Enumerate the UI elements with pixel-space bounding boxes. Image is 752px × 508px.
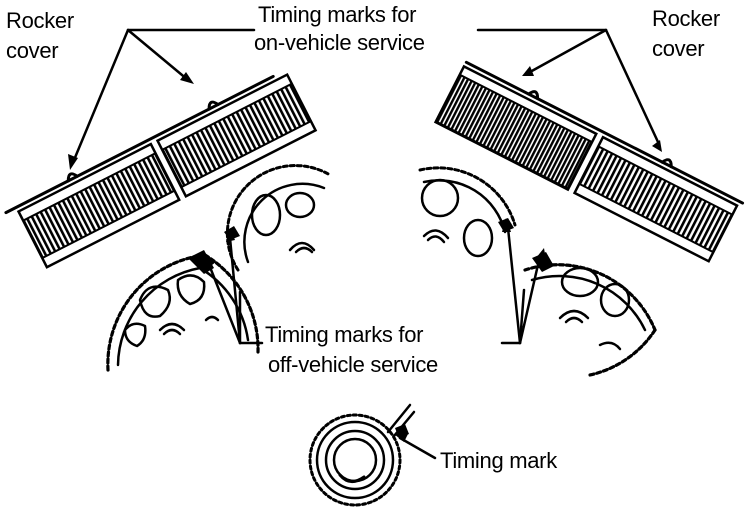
off-vehicle-label-line2: off-vehicle service [268,352,438,377]
right-cam-assembly [433,60,745,263]
rocker-cover-left-label-line1: Rocker [6,8,74,33]
left-sprocket-timing-mark [188,250,214,274]
labels: Rocker cover Timing marks for on-vehicle… [6,2,720,473]
crankshaft-sprocket [308,403,416,507]
right-cam-sprocket-upper [433,64,598,192]
right-timing-notch-lower [660,158,673,169]
left-rocker-cover-edge [4,74,275,215]
off-vehicle-label-line1: Timing marks for [265,322,423,347]
right-back-sprocket [418,166,517,258]
left-front-sprocket [106,253,260,372]
on-vehicle-label-line1: Timing marks for [258,2,416,27]
left-cam-sprocket-lower [16,142,181,269]
right-cam-sprocket-lower [572,135,739,263]
timing-mark-label: Timing mark [440,448,558,473]
rocker-cover-left-label-line2: cover [6,38,58,63]
left-sprocket-pair [106,164,332,372]
right-front-sprocket [523,263,657,377]
left-back-sprocket [225,164,332,272]
rocker-cover-right-label-line1: Rocker [652,6,720,31]
right-rocker-cover-edge [464,60,745,205]
left-timing-notch-upper [207,100,220,111]
right-timing-notch-upper [527,90,540,101]
right-sprocket-pair [418,166,657,377]
left-cam-assembly [4,72,318,269]
leader-lines [68,28,662,460]
rocker-cover-right-label-line2: cover [652,36,704,61]
left-cam-sprocket-upper [155,72,318,199]
on-vehicle-label-line2: on-vehicle service [254,30,425,55]
left-timing-notch-lower [66,172,79,183]
